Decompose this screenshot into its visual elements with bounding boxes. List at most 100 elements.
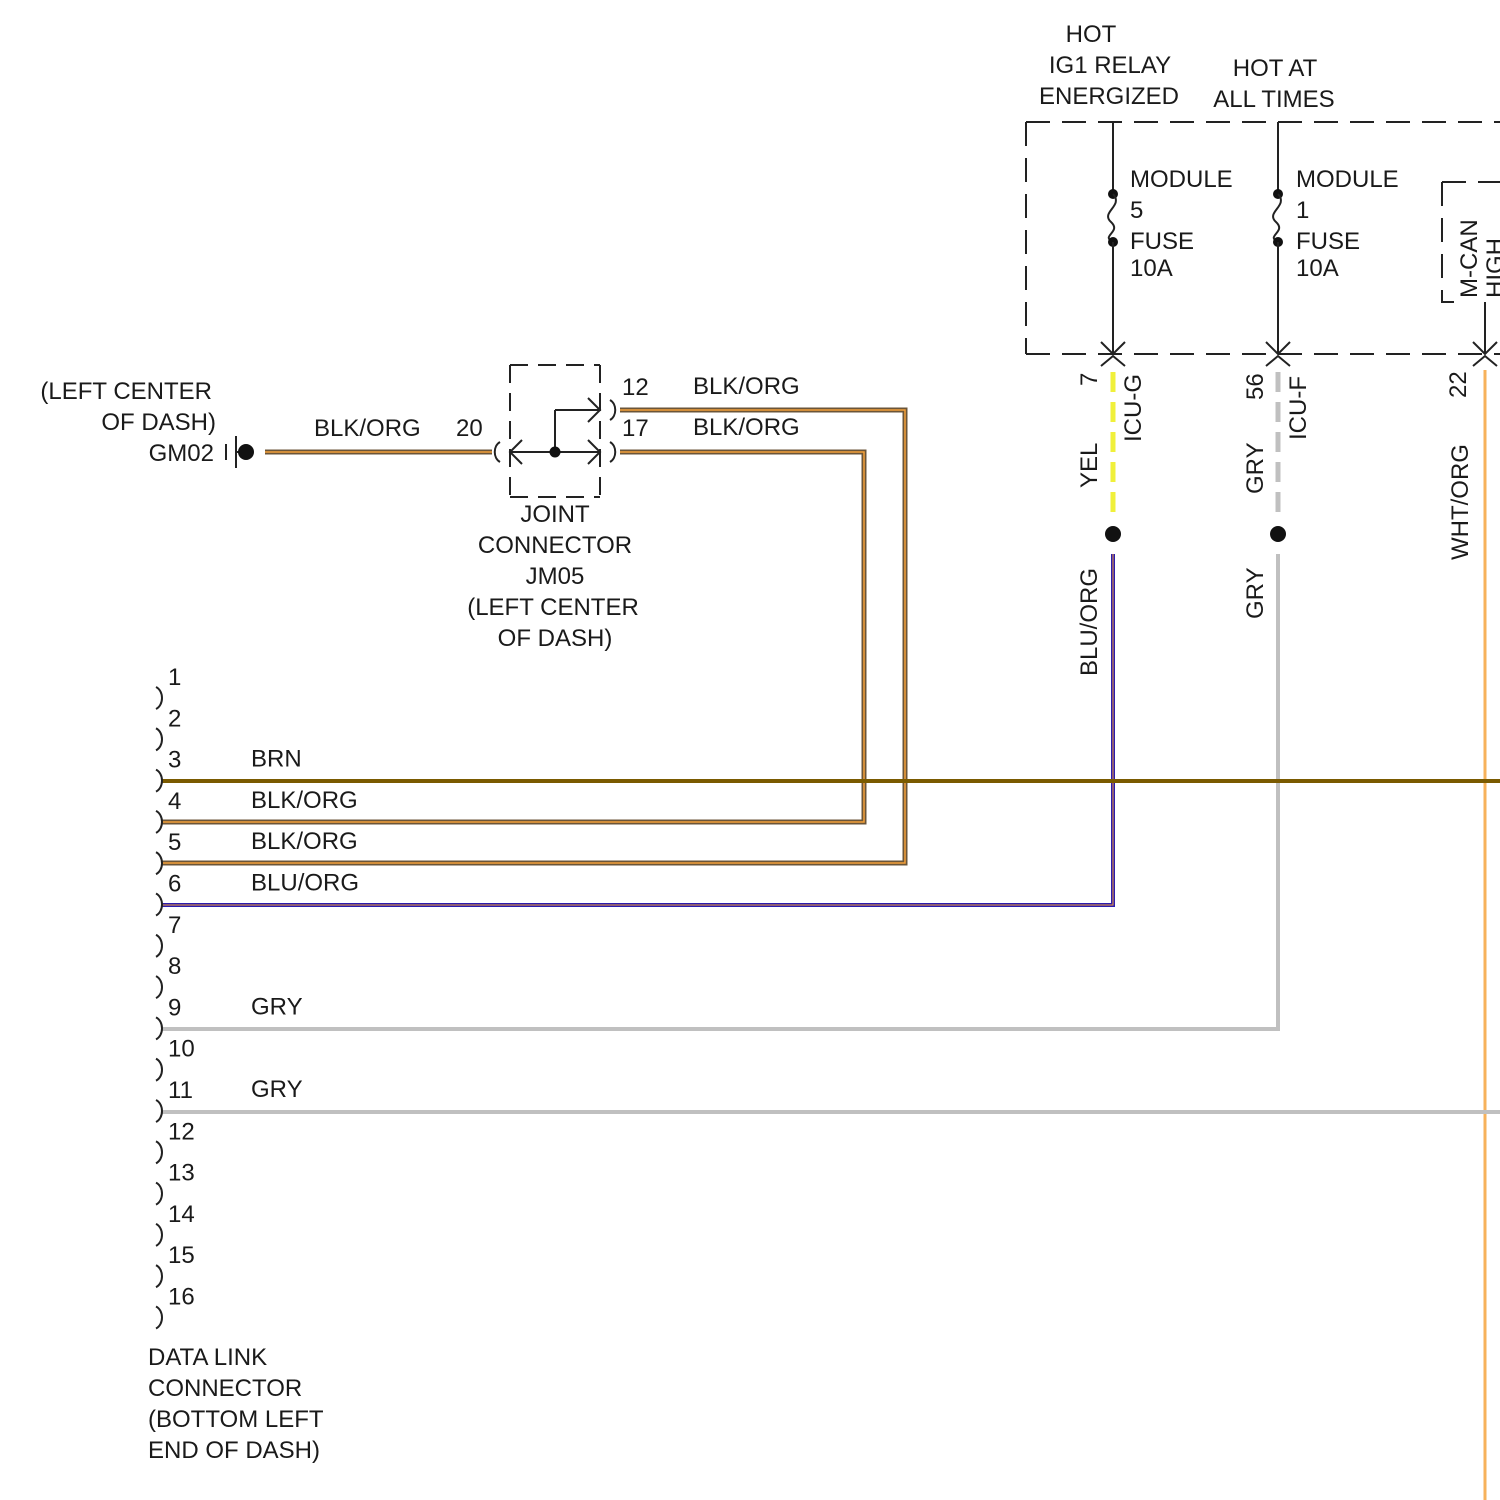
svg-text:10A: 10A: [1296, 255, 1339, 282]
data-link-connector-label: DATA LINK CONNECTOR (BOTTOM LEFT END OF …: [148, 1344, 324, 1464]
dlc-pin-cavity: [156, 770, 162, 792]
dlc-pin-number: 6: [168, 871, 181, 898]
svg-text:M-CAN: M-CAN: [1456, 219, 1483, 298]
svg-text:ALL TIMES: ALL TIMES: [1213, 86, 1334, 113]
svg-text:IG1 RELAY: IG1 RELAY: [1049, 52, 1171, 79]
dlc-wire-color-label: BLU/ORG: [251, 870, 359, 897]
svg-text:(LEFT CENTER: (LEFT CENTER: [40, 378, 212, 405]
svg-text:22: 22: [1445, 371, 1472, 398]
svg-text:1: 1: [1296, 197, 1309, 224]
svg-text:WHT/ORG: WHT/ORG: [1447, 444, 1474, 560]
svg-text:JM05: JM05: [526, 563, 585, 590]
dlc-pin-number: 14: [168, 1201, 195, 1228]
dlc-pin-number: 3: [168, 747, 181, 774]
ground-gm02: [226, 436, 254, 468]
dlc-pin-number: 10: [168, 1036, 195, 1063]
svg-text:CONNECTOR: CONNECTOR: [148, 1375, 302, 1402]
dlc-pin-number: 11: [168, 1077, 193, 1104]
ground-label: (LEFT CENTER OF DASH) GM02: [40, 378, 216, 467]
dlc-pin-number: 7: [168, 912, 181, 939]
joint-connector-label: JOINT CONNECTOR JM05 (LEFT CENTER OF DAS…: [467, 501, 639, 652]
splice-icu-f: [1270, 526, 1286, 542]
svg-text:MODULE: MODULE: [1130, 166, 1233, 193]
fuse-5-label: MODULE 5 FUSE 10A: [1130, 166, 1233, 282]
svg-text:YEL: YEL: [1076, 443, 1103, 488]
svg-text:END OF DASH): END OF DASH): [148, 1437, 320, 1464]
svg-text:BLU/ORG: BLU/ORG: [1076, 568, 1103, 676]
svg-text:CONNECTOR: CONNECTOR: [478, 532, 632, 559]
svg-text:GM02: GM02: [149, 440, 214, 467]
svg-text:HOT AT: HOT AT: [1233, 55, 1318, 82]
joint-pin-12: 12: [622, 374, 649, 401]
dlc-pin-cavity: [156, 976, 162, 998]
dlc-pin-number: 9: [168, 994, 181, 1021]
dlc-pin-cavity: [156, 1307, 162, 1329]
dlc-pin-cavity: [156, 894, 162, 916]
svg-text:GRY: GRY: [1242, 567, 1269, 619]
hot-ig1-label: HOT IG1 RELAY ENERGIZED: [1039, 21, 1179, 110]
svg-text:7: 7: [1076, 373, 1103, 386]
pin-22-labels: 22 WHT/ORG: [1445, 371, 1474, 560]
svg-text:10A: 10A: [1130, 255, 1173, 282]
dlc-pin-number: 13: [168, 1160, 195, 1187]
dlc-pin-number: 1: [168, 664, 181, 691]
dlc-pin-cavity: [156, 728, 162, 750]
dlc-wire-color-label: GRY: [251, 993, 303, 1020]
fuse-5-circuit: [1101, 122, 1125, 366]
svg-text:HOT: HOT: [1066, 21, 1117, 48]
dlc-pin-cavity: [156, 811, 162, 833]
svg-text:JOINT: JOINT: [520, 501, 590, 528]
joint-wire-17: BLK/ORG: [693, 414, 800, 441]
dlc-pin-number: 15: [168, 1242, 195, 1269]
svg-text:OF DASH): OF DASH): [101, 409, 216, 436]
joint-wire-12: BLK/ORG: [693, 373, 800, 400]
dlc-pin-cavity: [156, 1059, 162, 1081]
svg-text:(LEFT CENTER: (LEFT CENTER: [467, 594, 639, 621]
dlc-pin-number: 16: [168, 1284, 195, 1311]
fuse-module-box: [1026, 122, 1500, 354]
svg-text:ICU-F: ICU-F: [1285, 376, 1312, 440]
joint-connector-jm05: [495, 365, 616, 497]
joint-pin-20: 20: [456, 415, 483, 442]
svg-text:OF DASH): OF DASH): [498, 625, 613, 652]
fuse-1-circuit: [1266, 122, 1290, 366]
dlc-pin-cavity: [156, 1183, 162, 1205]
dlc-wire-color-label: BLK/ORG: [251, 828, 358, 855]
svg-text:DATA LINK: DATA LINK: [148, 1344, 267, 1371]
svg-text:FUSE: FUSE: [1130, 228, 1194, 255]
dlc-pin-cavity: [156, 1141, 162, 1163]
hot-at-all-times-label: HOT AT ALL TIMES: [1213, 55, 1334, 113]
dlc-pin-number: 12: [168, 1118, 195, 1145]
m-can-high-box: M-CAN HIGH: [1456, 219, 1500, 366]
ground-wire-color: BLK/ORG: [314, 415, 421, 442]
svg-text:(BOTTOM LEFT: (BOTTOM LEFT: [148, 1406, 324, 1433]
svg-text:ENERGIZED: ENERGIZED: [1039, 83, 1179, 110]
dlc-pin-cavity: [156, 852, 162, 874]
dlc-pin-cavity: [156, 1017, 162, 1039]
dlc-pin-number: 2: [168, 705, 181, 732]
joint-pin-17: 17: [622, 415, 649, 442]
dlc-pin-cavity: [156, 1224, 162, 1246]
svg-text:GRY: GRY: [1242, 442, 1269, 494]
fuse-1-label: MODULE 1 FUSE 10A: [1296, 166, 1399, 282]
svg-text:FUSE: FUSE: [1296, 228, 1360, 255]
dlc-pin-cavity: [156, 687, 162, 709]
dlc-pin-number: 4: [168, 788, 181, 815]
dlc-pin-cavity: [156, 1265, 162, 1287]
svg-text:56: 56: [1242, 373, 1269, 400]
svg-text:5: 5: [1130, 197, 1143, 224]
dlc-pin-number: 8: [168, 953, 181, 980]
dlc-pin-cavity: [156, 1100, 162, 1122]
dlc-wire-color-label: GRY: [251, 1076, 303, 1103]
splice-icu-g: [1105, 526, 1121, 542]
svg-text:ICU-G: ICU-G: [1120, 374, 1147, 442]
data-link-connector-wire-labels: BRN BLK/ORG BLK/ORG BLU/ORG GRY GRY: [251, 746, 359, 1103]
dlc-wire-color-label: BRN: [251, 746, 302, 773]
dlc-pin-number: 5: [168, 829, 181, 856]
dlc-wire-color-label: BLK/ORG: [251, 787, 358, 814]
svg-text:MODULE: MODULE: [1296, 166, 1399, 193]
dlc-pin-cavity: [156, 935, 162, 957]
svg-text:HIGH: HIGH: [1482, 238, 1500, 298]
